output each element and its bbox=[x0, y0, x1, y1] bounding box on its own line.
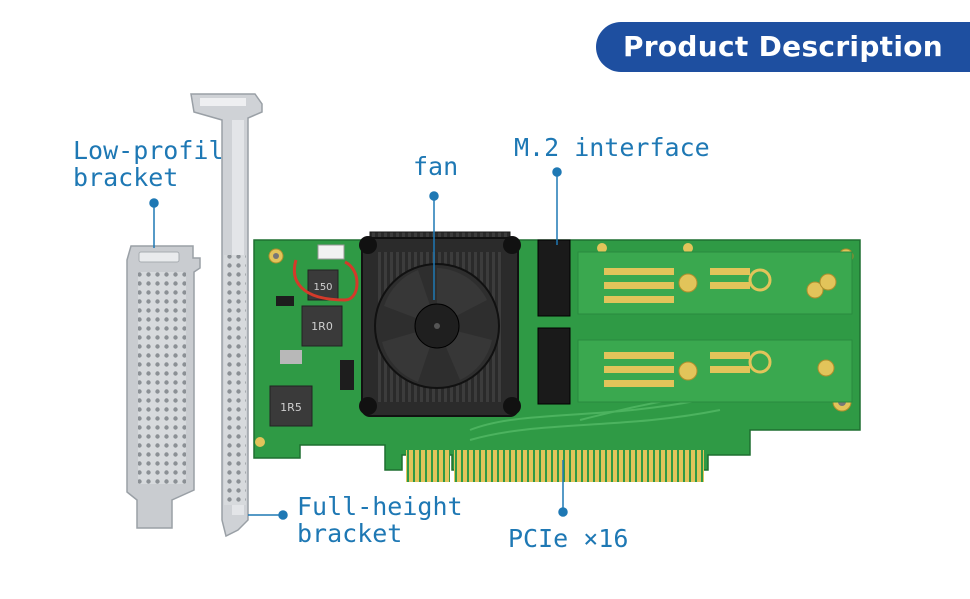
power-components: 150 1R0 1R5 bbox=[269, 244, 359, 427]
inductor-1r0-marking: 1R0 bbox=[311, 320, 333, 333]
fan-label: fan bbox=[413, 152, 459, 181]
full-height-bracket bbox=[190, 93, 263, 538]
callout-dot-low-profile bbox=[149, 198, 159, 208]
pcie-gold-fingers-long bbox=[454, 450, 704, 482]
low-profile-bracket-label: Low-profile bracket bbox=[73, 136, 239, 192]
callout-dot-full-height bbox=[278, 510, 288, 520]
m2-connector-top bbox=[537, 239, 571, 317]
pcie-gold-fingers-short bbox=[406, 450, 450, 482]
callout-dot-fan bbox=[429, 191, 439, 201]
m2-connector-bottom bbox=[537, 327, 571, 405]
fan-heatsink bbox=[359, 231, 521, 417]
inductor-1r5-marking: 1R5 bbox=[280, 401, 302, 414]
low-profile-bracket bbox=[126, 245, 201, 529]
callout-dot-pcie bbox=[558, 507, 568, 517]
inductor-150-marking: 150 bbox=[313, 282, 332, 293]
full-height-bracket-label: Full-height bracket bbox=[297, 492, 463, 548]
pcie-x16-label: PCIe ×16 bbox=[508, 524, 629, 553]
product-description-banner: Product Description bbox=[596, 22, 970, 72]
m2-interface-label: M.2 interface bbox=[514, 133, 710, 162]
callout-pointers bbox=[149, 167, 568, 520]
m2-slots bbox=[537, 239, 853, 405]
callout-dot-m2 bbox=[552, 167, 562, 177]
